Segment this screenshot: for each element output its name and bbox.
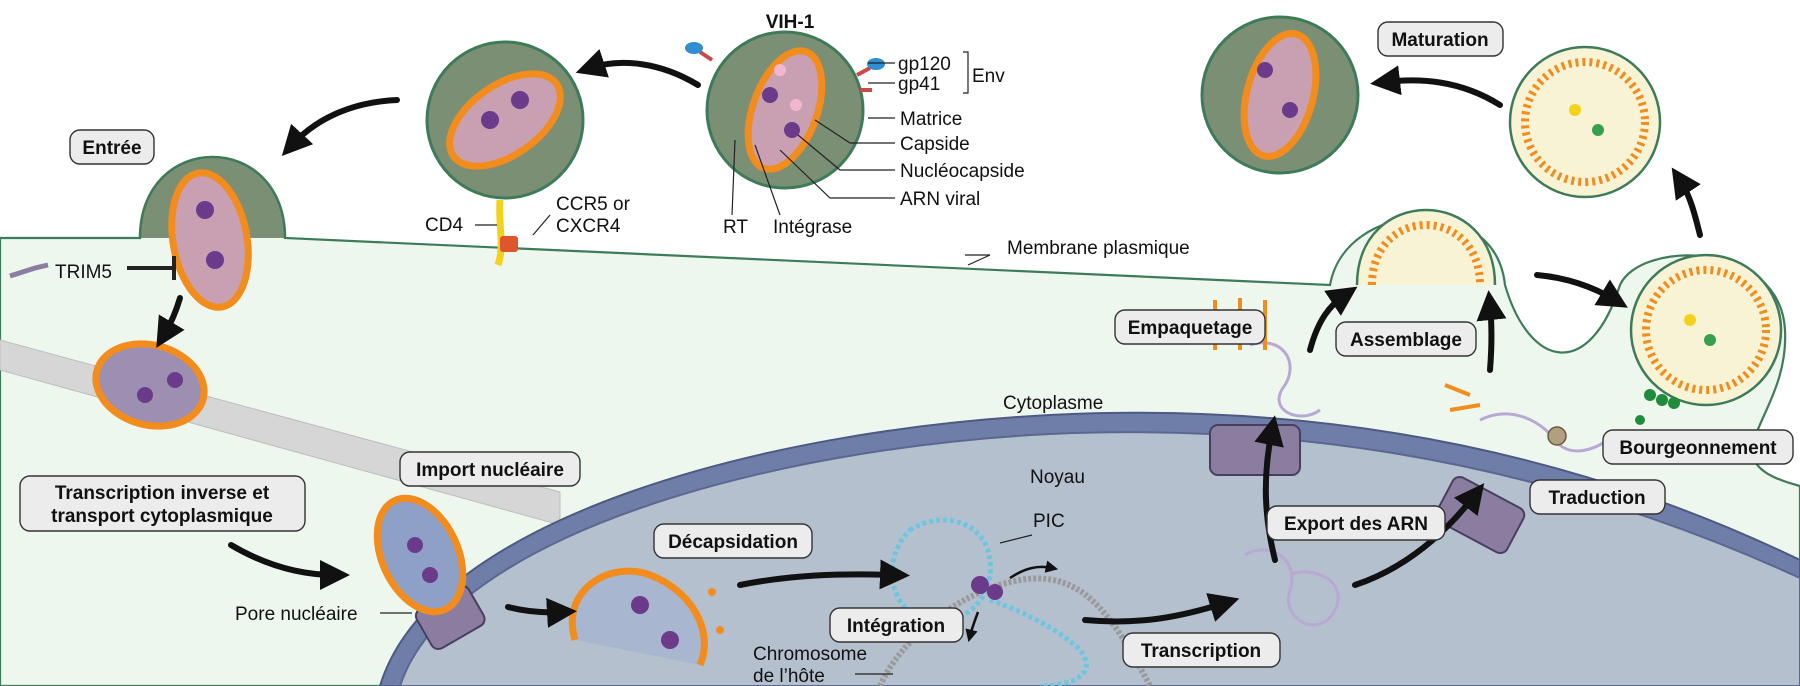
step-transcription-inverse: Transcription inverse et transport cytop… [19,475,306,532]
label-integrase: Intégrase [773,217,852,238]
arrow-to-rt [156,295,185,348]
step-import-label: Import nucléaire [416,460,564,481]
mature-virion [1200,15,1360,175]
label-rt: RT [723,217,748,238]
budding-virion [1629,253,1783,407]
coreceptor [500,236,518,252]
label-ccr5-line1: CCR5 or [556,194,631,215]
step-maturation: Maturation [1377,21,1504,57]
step-export-label: Export des ARN [1284,514,1428,535]
step-decapsidation-label: Décapsidation [668,532,798,553]
entering-capsid [138,155,287,311]
host-chromosome [877,575,1153,686]
arrow-to-transcription [1082,593,1240,625]
step-export: Export des ARN [1266,505,1446,541]
exported-rna [1249,341,1622,453]
label-cd4: CD4 [425,215,463,236]
arrow-entry [281,97,400,157]
label-noyau: Noyau [1030,467,1085,488]
label-capside: Capside [900,134,970,155]
label-matrice: Matrice [900,109,962,130]
diagram-title: VIH-1 [766,12,815,33]
step-traduction: Traduction [1529,479,1666,515]
label-ccr5-line2: CXCR4 [556,216,621,237]
label-pore: Pore nucléaire [235,604,358,625]
step-traduction-label: Traduction [1548,488,1645,509]
label-gp41: gp41 [898,74,940,95]
arrow-integration-loop [1009,560,1059,580]
arrow-budding [1534,272,1628,308]
step-entree-label: Entrée [82,138,141,159]
label-chromosome-line1: Chromosome [753,644,867,665]
assembling-virion [1355,208,1497,286]
label-trim5: TRIM5 [55,262,112,283]
arrow-assembly [1476,290,1507,373]
arrow-release [1671,167,1703,238]
arrow-binding [575,49,701,88]
arrow-to-pic [737,559,910,590]
arrow-rna-export [1254,415,1284,563]
transcribed-rna [1244,548,1340,627]
step-maturation-label: Maturation [1391,30,1488,51]
step-decapsidation: Décapsidation [653,523,813,559]
free-virion [705,30,865,190]
step-assemblage-label: Assemblage [1350,330,1462,351]
step-entree: Entrée [69,129,155,165]
label-chromosome-line2: de l’hôte [753,666,825,686]
binding-virion [425,40,585,200]
label-arn-viral: ARN viral [900,189,980,210]
arrow-to-pore [228,542,350,590]
gp120-spike [685,42,885,92]
label-membrane: Membrane plasmique [1007,238,1190,259]
label-pic: PIC [1033,511,1065,532]
step-empaquetage: Empaquetage [1114,309,1266,345]
leader-lines [380,51,1033,675]
step-bourgeonnement-label: Bourgeonnement [1619,438,1777,459]
step-assemblage: Assemblage [1335,321,1477,357]
cd4-receptor [494,199,505,267]
step-import: Import nucléaire [399,451,581,487]
step-integration: Intégration [829,607,964,643]
step-transcription-inverse-line2: transport cytoplasmique [51,506,273,527]
label-gp120: gp120 [898,54,951,75]
arrow-packaging [1307,286,1358,353]
arrow-maturation [1370,65,1503,108]
label-env: Env [972,66,1005,87]
step-transcription: Transcription [1122,632,1281,668]
step-empaquetage-label: Empaquetage [1128,318,1253,339]
step-transcription-label: Transcription [1141,641,1261,662]
arrow-integration-down [965,611,980,643]
arrow-to-translation [1352,483,1485,588]
step-integration-label: Intégration [847,616,945,637]
label-cytoplasme: Cytoplasme [1003,393,1103,414]
trim5-restriction [9,256,176,280]
step-transcription-inverse-line1: Transcription inverse et [55,483,270,504]
label-nucleocapside: Nucléocapside [900,161,1025,182]
immature-virion [1508,45,1662,199]
arrow-to-uncoat [505,597,577,628]
capsid-at-pore [373,494,467,616]
step-bourgeonnement: Bourgeonnement [1602,429,1794,465]
